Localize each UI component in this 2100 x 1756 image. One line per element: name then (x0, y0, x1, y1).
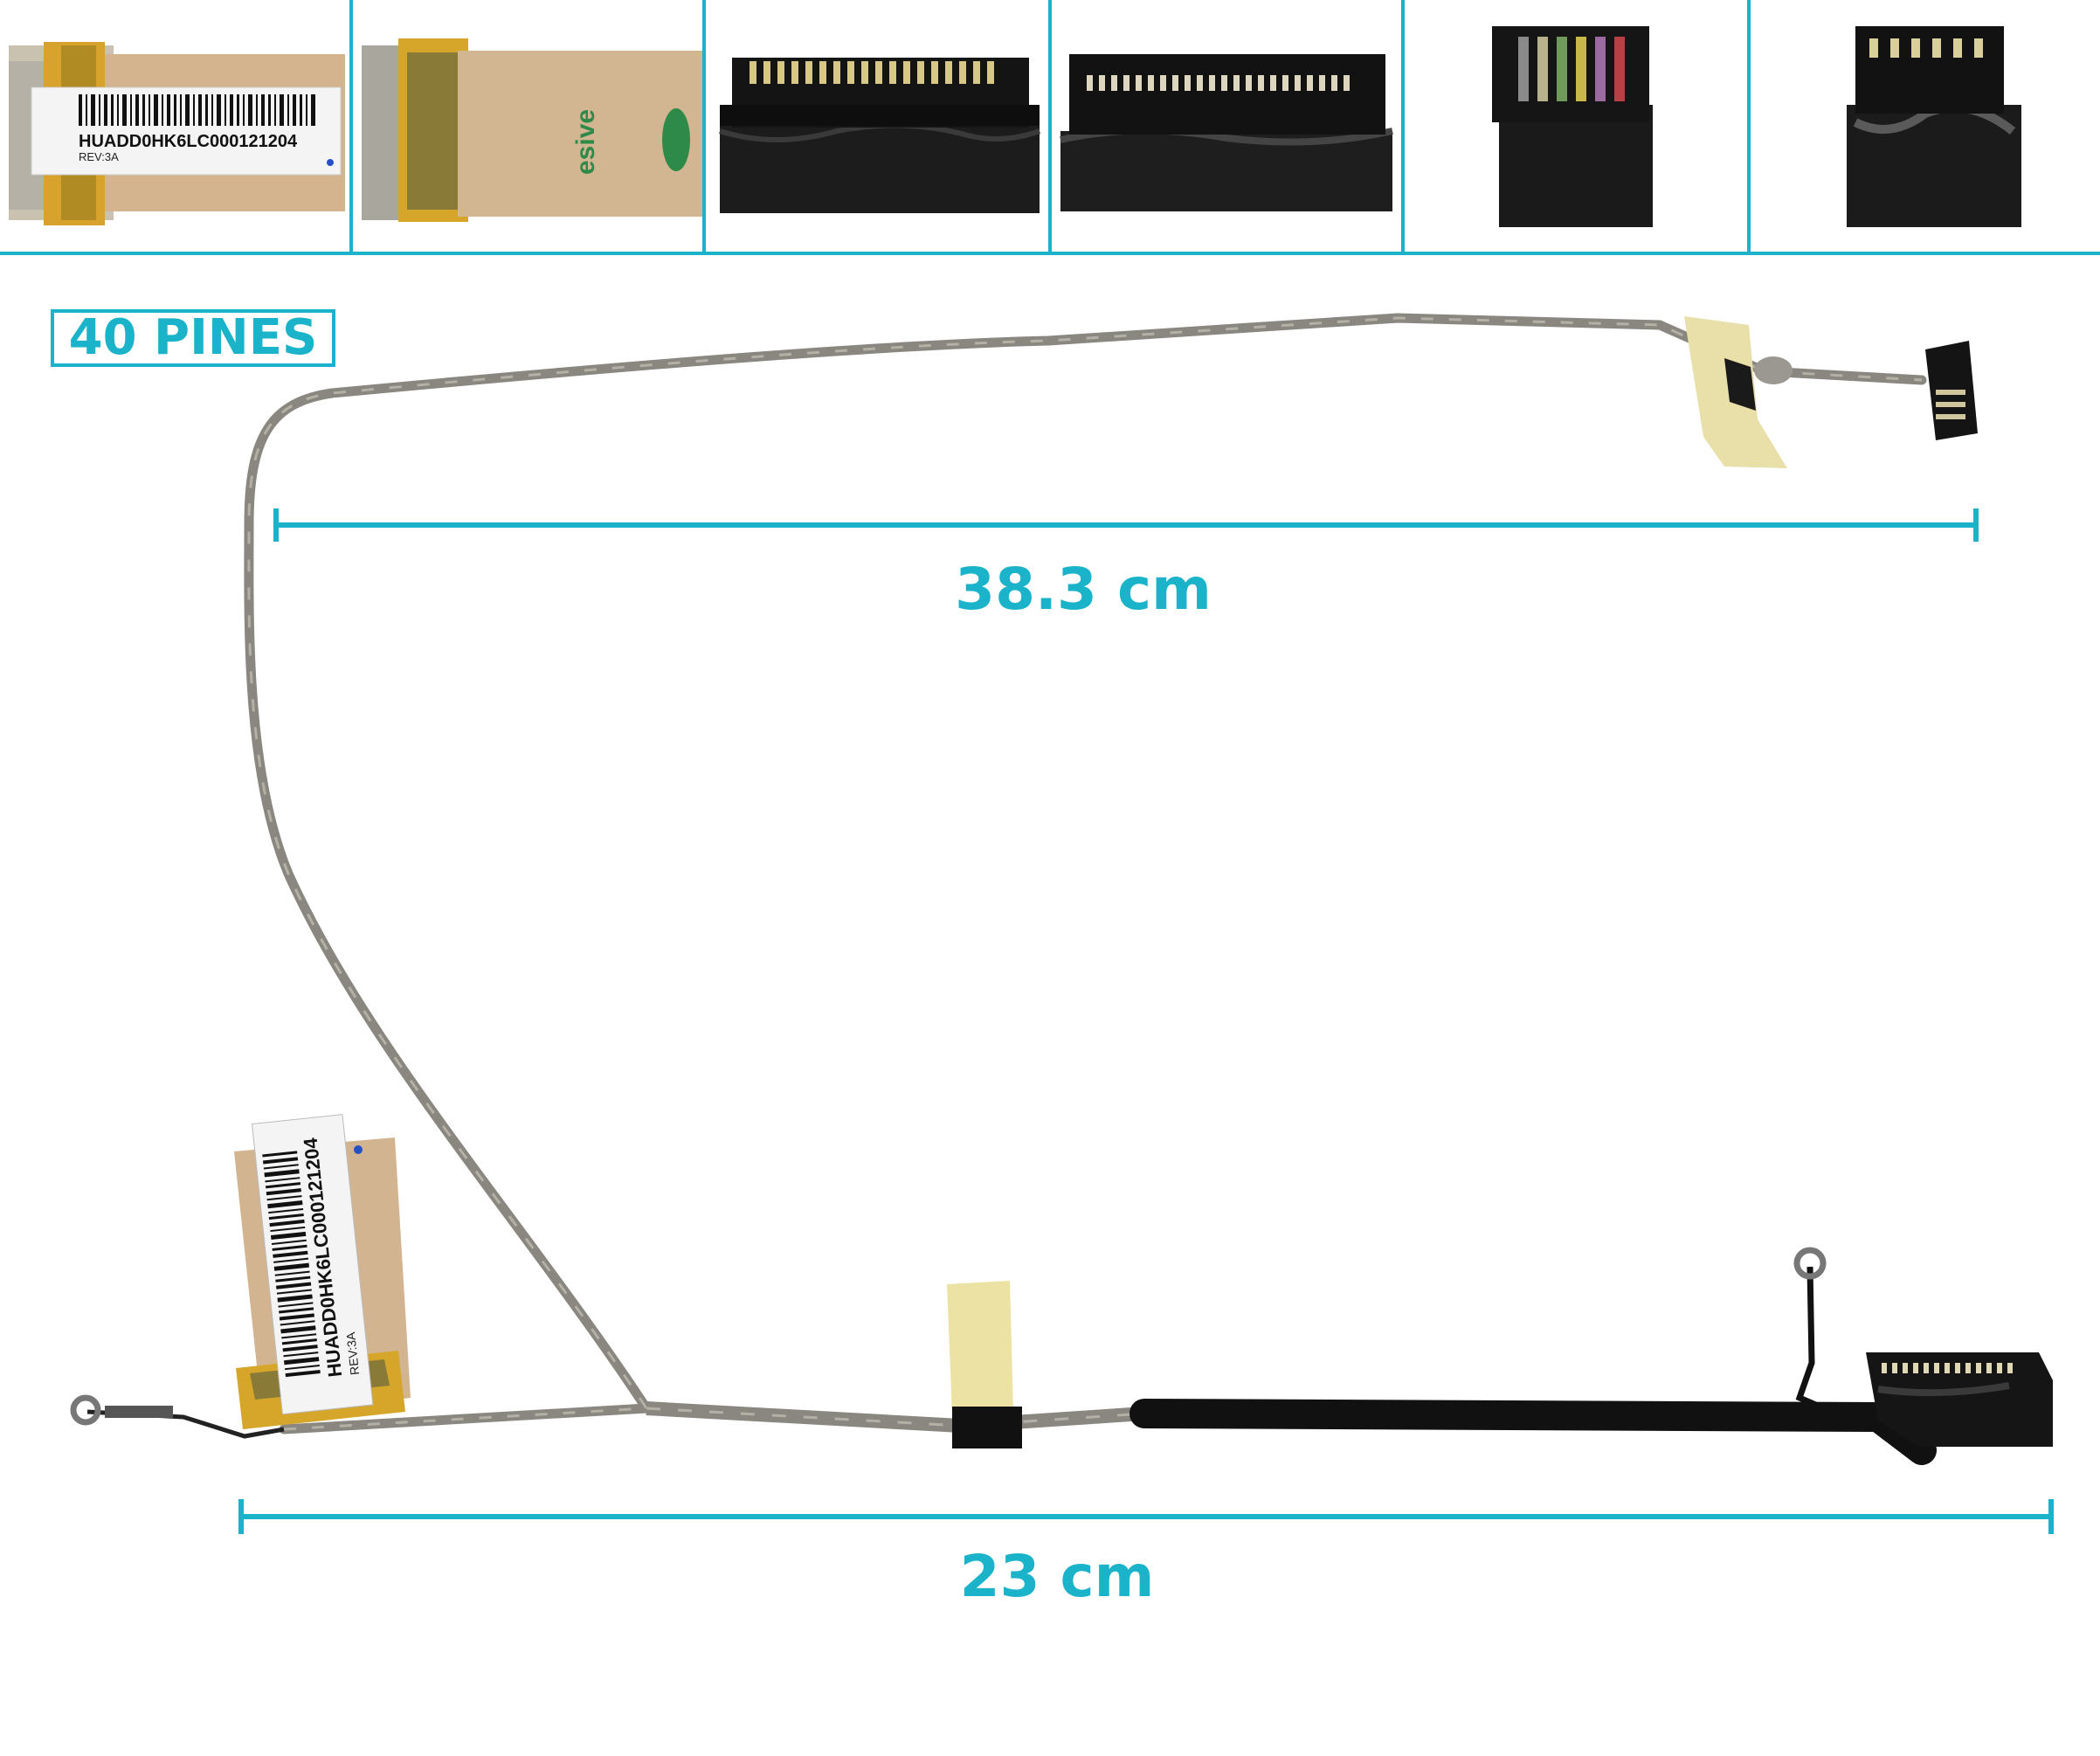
product-rev-text: REV:3A (343, 1331, 362, 1375)
barcode-icon (262, 1151, 321, 1378)
thumbnail-lcd-connector-back[interactable]: esive (353, 0, 702, 252)
upper-tape (1684, 316, 1793, 468)
thumb-label-text: HUADD0HK6LC000121204 (79, 132, 298, 151)
pin-count-label: 40 PINES (51, 309, 335, 367)
thumbnail-board-connector-pins[interactable] (1052, 0, 1401, 252)
middle-tape (947, 1281, 1022, 1448)
lcd-connector: HUADD0HK6LC000121204 REV:3A (234, 1114, 411, 1429)
adhesive-text: esive (571, 109, 600, 175)
thumbnail-divider (349, 0, 353, 253)
black-sleeve (1129, 1399, 1937, 1465)
camera-connector (1925, 341, 1978, 440)
thumbnail-divider (1747, 0, 1751, 253)
ground-ring-right (1793, 1247, 1827, 1280)
dimension-line-lower (238, 1499, 2054, 1534)
thumbnail-camera-connector-top[interactable] (1751, 0, 2100, 252)
ground-ring-left (70, 1394, 101, 1426)
lower-length-label: 23 cm (959, 1543, 1155, 1610)
thumbnail-divider (1401, 0, 1405, 253)
upper-length-label: 38.3 cm (955, 556, 1212, 623)
thumb-rev-text: REV:3A (79, 150, 119, 163)
board-connector (1866, 1352, 2053, 1447)
barcode-icon (79, 94, 315, 126)
thumbnail-strip: HUADD0HK6LC000121204 REV:3A esive (0, 0, 2100, 255)
thumbnail-board-connector-top[interactable] (706, 0, 1048, 252)
thumbnail-divider (1048, 0, 1052, 253)
thumbnail-lcd-connector-label[interactable]: HUADD0HK6LC000121204 REV:3A (0, 0, 349, 252)
upper-cable (244, 313, 1927, 1435)
product-cable-image: HUADD0HK6LC000121204 REV:3A (70, 313, 2054, 1534)
thumbnail-divider (702, 0, 706, 253)
strip-divider (0, 252, 2100, 255)
thumbnail-camera-connector-side[interactable] (1405, 0, 1747, 252)
dimension-line-upper (273, 508, 1979, 542)
